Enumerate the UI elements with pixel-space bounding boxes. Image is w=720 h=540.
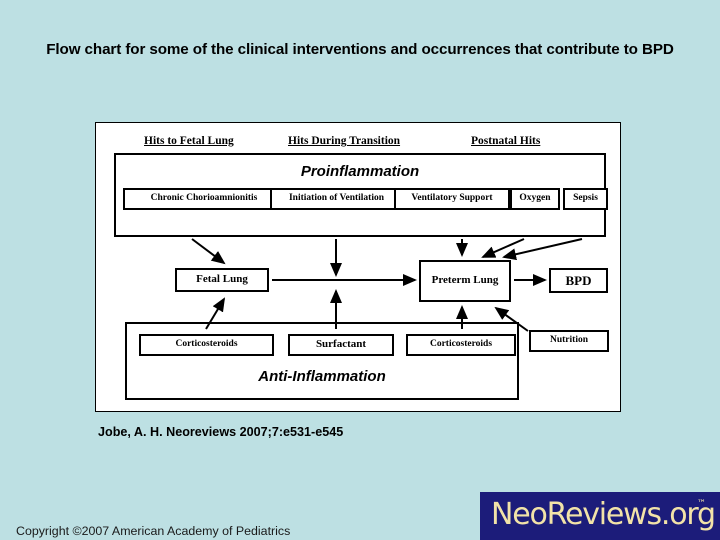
node-fetal-lung[interactable]: Fetal Lung xyxy=(175,268,269,292)
node-sepsis[interactable]: Sepsis xyxy=(563,188,608,210)
node-oxygen[interactable]: Oxygen xyxy=(510,188,560,210)
node-chronic-chorioamnionitis[interactable]: Chronic Chorioamnionitis xyxy=(123,188,285,210)
neoreviews-logo[interactable]: NeoReviews.org ™ xyxy=(480,492,720,540)
node-surfactant[interactable]: Surfactant xyxy=(288,334,394,356)
node-ventilatory-support[interactable]: Ventilatory Support xyxy=(394,188,510,210)
arrow-sepsis-to-preterm-lung xyxy=(502,238,583,261)
node-corticosteroids-left[interactable]: Corticosteroids xyxy=(139,334,274,356)
node-preterm-lung[interactable]: Preterm Lung xyxy=(419,260,511,302)
node-initiation-of-ventilation[interactable]: Initiation of Ventilation xyxy=(270,188,403,210)
trademark-icon: ™ xyxy=(697,499,706,509)
arrow-chorioamnionitis-to-fetal-lung xyxy=(191,238,226,265)
flow-chart-inner: Hits to Fetal Lung Hits During Transitio… xyxy=(96,123,622,413)
antiinflammation-section xyxy=(125,322,519,400)
flow-chart-figure: Hits to Fetal Lung Hits During Transitio… xyxy=(95,122,621,412)
citation-text: Jobe, A. H. Neoreviews 2007;7:e531-e545 xyxy=(98,425,344,439)
node-nutrition[interactable]: Nutrition xyxy=(529,330,609,352)
neoreviews-logo-text: NeoReviews.org xyxy=(491,497,716,532)
node-bpd[interactable]: BPD xyxy=(549,268,608,293)
column-header-hits-during-transition: Hits During Transition xyxy=(288,135,401,147)
arrow-oxygen-to-preterm-lung xyxy=(481,238,525,258)
page-title: Flow chart for some of the clinical inte… xyxy=(46,41,674,58)
antiinflammation-label: Anti-Inflammation xyxy=(258,368,386,385)
proinflammation-label: Proinflammation xyxy=(300,163,420,180)
column-header-hits-to-fetal-lung: Hits to Fetal Lung xyxy=(144,135,234,147)
column-header-postnatal-hits: Postnatal Hits xyxy=(471,135,541,147)
node-corticosteroids-right[interactable]: Corticosteroids xyxy=(406,334,516,356)
copyright-text: Copyright ©2007 American Academy of Pedi… xyxy=(16,524,291,538)
